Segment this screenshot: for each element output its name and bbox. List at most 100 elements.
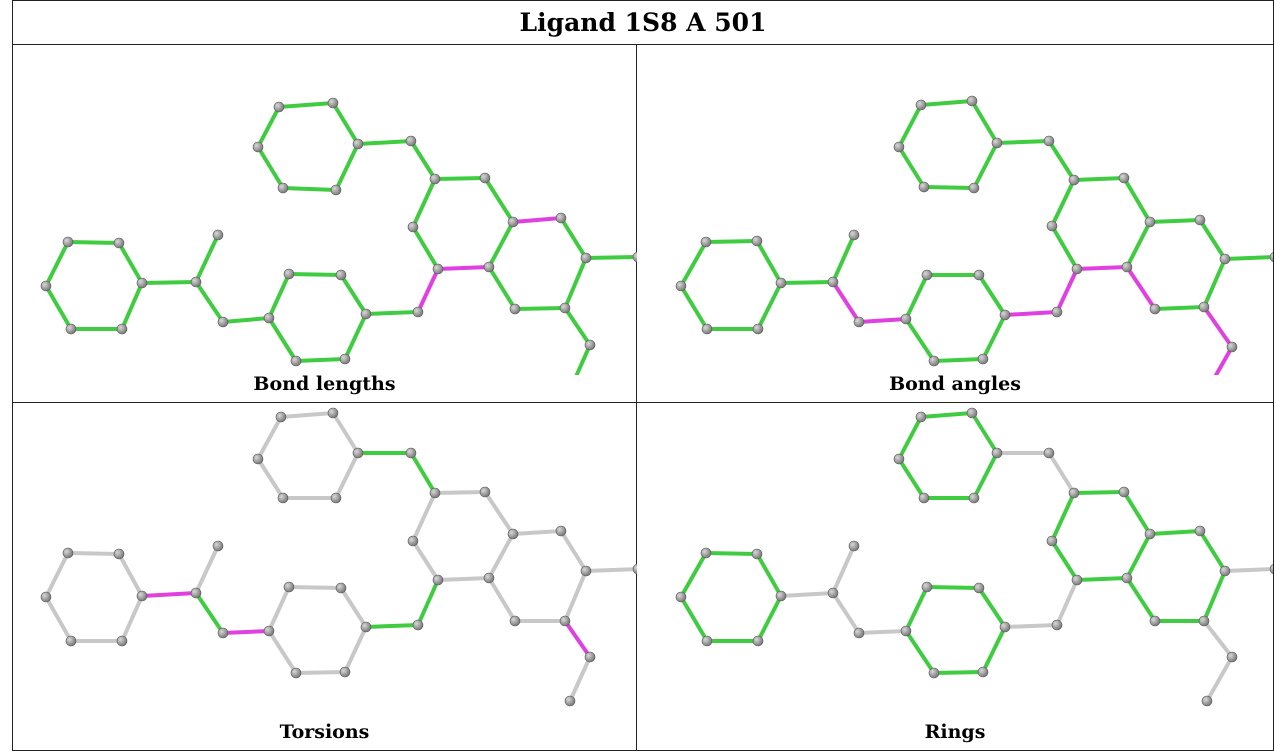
bond-green [1202, 569, 1227, 623]
bond-green [411, 225, 440, 271]
bond-green [584, 255, 637, 260]
bond-gray [44, 551, 70, 599]
atom [277, 182, 289, 194]
bond-green [409, 451, 437, 495]
atom [283, 581, 295, 593]
atom [330, 492, 342, 504]
atom [700, 547, 712, 559]
bond-green [932, 670, 985, 675]
bond-green [755, 552, 783, 598]
atom [252, 453, 264, 465]
atom [893, 453, 905, 465]
bond-gray [436, 576, 491, 582]
bond-green [755, 239, 783, 285]
bond-green [970, 99, 999, 145]
atom [217, 316, 229, 328]
bond-gray [411, 539, 440, 582]
atom [1149, 615, 1161, 627]
atom [751, 548, 763, 560]
bond-green [704, 551, 759, 556]
bond-green [897, 145, 926, 189]
atom [62, 236, 74, 248]
atom [1149, 303, 1161, 315]
atom [335, 269, 347, 281]
atom [330, 184, 342, 196]
bond-green [1072, 490, 1126, 495]
atom [928, 667, 940, 679]
bond-green [981, 625, 1007, 674]
atom [252, 141, 264, 153]
bond-green [194, 591, 225, 635]
bond-gray [294, 670, 347, 675]
bond-magenta [140, 591, 198, 598]
atom [893, 141, 905, 153]
bond-magenta [831, 280, 861, 324]
bond-green [981, 313, 1007, 361]
atom [853, 316, 865, 328]
bond-green [267, 272, 291, 320]
bond-gray [1003, 623, 1059, 629]
bond-gray [487, 532, 515, 580]
bond-magenta [416, 267, 440, 314]
atom [339, 666, 351, 678]
atom [555, 212, 567, 224]
bond-green [1198, 218, 1227, 261]
atom [921, 581, 933, 593]
atom [632, 251, 637, 263]
bond-green [343, 312, 368, 361]
atom [1194, 525, 1206, 537]
bond-gray [411, 491, 437, 543]
atom [1269, 564, 1273, 574]
atom [405, 447, 417, 459]
bond-green [904, 317, 936, 363]
bond-green [487, 265, 517, 311]
atom [116, 323, 128, 335]
bond-magenta [1075, 265, 1129, 271]
atom [977, 666, 989, 678]
bond-green [140, 280, 198, 285]
bond-green [416, 578, 440, 627]
atom [1201, 695, 1213, 707]
atom [352, 138, 364, 150]
atom [1118, 486, 1130, 498]
atom [1051, 306, 1063, 318]
atom [407, 535, 419, 547]
bond-green [679, 595, 709, 643]
bond-gray [194, 544, 220, 595]
bond-green [1125, 220, 1152, 269]
atom [275, 411, 287, 423]
table-title: Ligand 1S8 A 501 [13, 1, 1273, 45]
bond-gray [120, 594, 144, 643]
bond-gray [267, 629, 298, 675]
atom [999, 621, 1011, 633]
atom [217, 627, 229, 639]
atom [968, 492, 980, 504]
bond-green [483, 176, 515, 224]
bond-green [411, 177, 437, 229]
panel-caption: Rings [924, 721, 986, 743]
bond-green [409, 139, 437, 181]
atom [360, 308, 372, 320]
atom [432, 574, 444, 586]
bond-green [897, 415, 923, 461]
bond-gray [1223, 567, 1273, 573]
bond-magenta [563, 619, 592, 659]
atom [921, 269, 933, 281]
atom [1226, 341, 1238, 353]
bond-green [334, 142, 360, 192]
atom [1219, 253, 1231, 265]
atom [580, 252, 592, 264]
atom [429, 173, 441, 185]
bond-magenta [436, 265, 491, 271]
atom [1068, 487, 1080, 499]
bond-green [925, 585, 981, 590]
atom [584, 339, 596, 351]
atom [1071, 574, 1083, 586]
atom [999, 309, 1011, 321]
atom [1198, 615, 1210, 627]
atom [190, 276, 202, 288]
atom [327, 407, 339, 419]
bond-gray [831, 591, 861, 635]
atom [1121, 572, 1133, 584]
molecule-diagram [40, 97, 637, 375]
